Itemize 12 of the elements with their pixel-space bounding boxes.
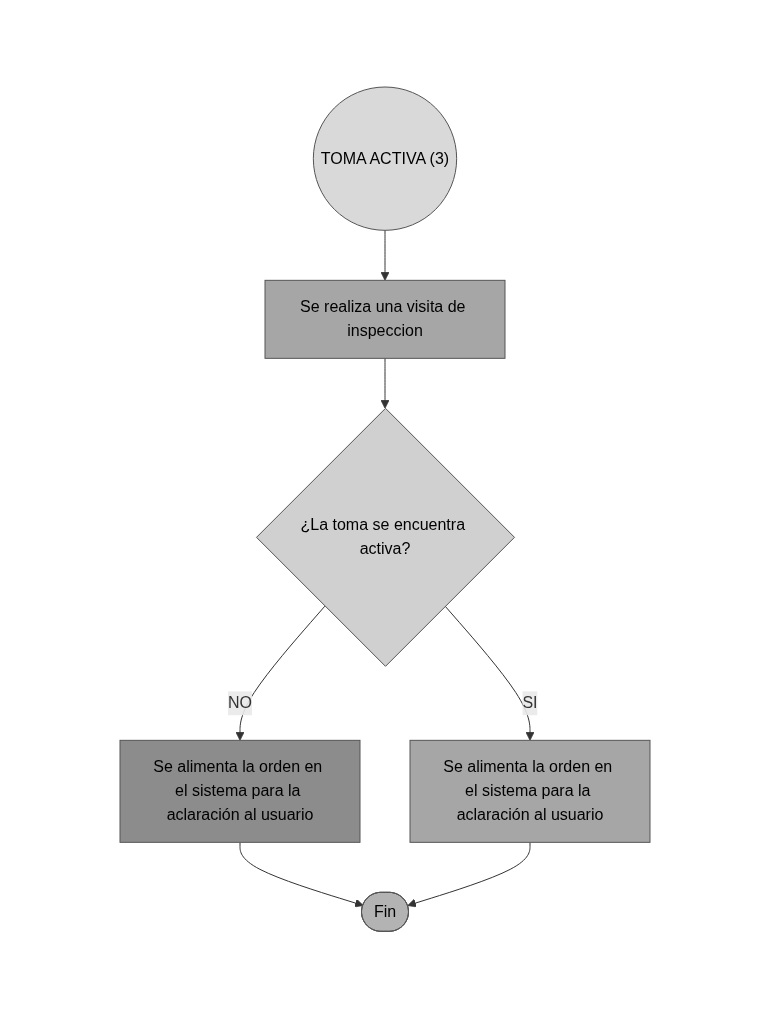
- edge-label: SI: [521, 694, 538, 712]
- node-box: Se alimenta la orden en el sistema para la aclaración al usuario: [119, 740, 360, 844]
- node-diamond: ¿La toma se encuentra activa?: [255, 408, 515, 668]
- node-box: Se alimenta la orden en el sistema para la aclaración al usuario: [409, 740, 650, 844]
- arrow: [239, 842, 364, 908]
- arrow: [406, 842, 530, 908]
- node-box: Se realiza una visita de inspeccion: [264, 280, 505, 360]
- arrow: [444, 606, 534, 742]
- edge-label: NO: [227, 694, 252, 712]
- arrow: [235, 606, 325, 742]
- arrow: [380, 230, 389, 282]
- node-circle: TOMA ACTIVA (3): [312, 86, 457, 232]
